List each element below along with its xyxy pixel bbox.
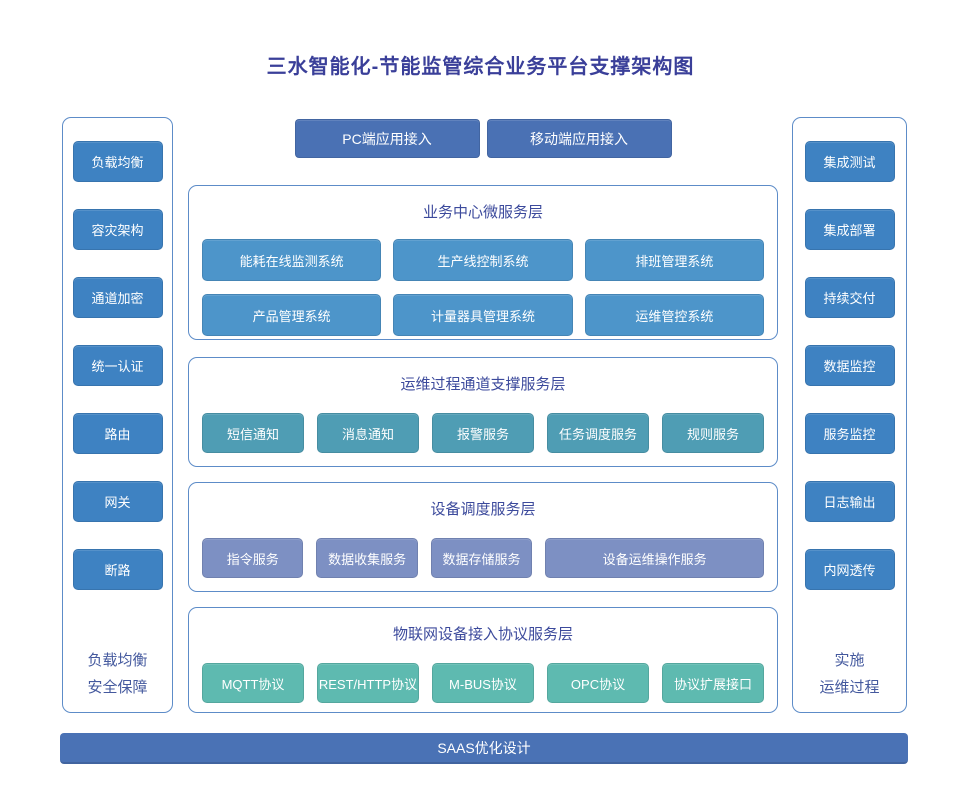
- access-node: PC端应用接入: [294, 119, 480, 158]
- diagram-node: 集成测试: [804, 141, 895, 182]
- diagram-node: 规则服务: [662, 413, 764, 453]
- diagram-node: 设备运维操作服务: [545, 538, 764, 578]
- diagram-node: 指令服务: [202, 538, 304, 578]
- diagram-node: 网关: [72, 481, 163, 522]
- layer-nodes: 指令服务数据收集服务数据存储服务设备运维操作服务: [202, 538, 764, 578]
- diagram-node: 内网透传: [804, 549, 895, 590]
- diagram-node: MQTT协议: [202, 663, 304, 703]
- diagram-node: 运维管控系统: [584, 294, 764, 336]
- diagram-node: 协议扩展接口: [662, 663, 764, 703]
- diagram-node: 任务调度服务: [547, 413, 649, 453]
- diagram-node: 能耗在线监测系统: [202, 239, 382, 281]
- diagram-node: 持续交付: [804, 277, 895, 318]
- right-pillar-devops-process: 集成测试集成部署持续交付数据监控服务监控日志输出内网透传 实施 运维过程: [792, 117, 907, 713]
- diagram-node: 计量器具管理系统: [393, 294, 573, 336]
- diagram-node: 数据监控: [804, 345, 895, 386]
- diagram-node: 容灾架构: [72, 209, 163, 250]
- diagram-node: 数据收集服务: [316, 538, 418, 578]
- layer-device-scheduling: 设备调度服务层 指令服务数据收集服务数据存储服务设备运维操作服务: [188, 482, 778, 592]
- layer-title: 业务中心微服务层: [422, 204, 543, 221]
- diagram-node: 通道加密: [72, 277, 163, 318]
- layer-nodes: 能耗在线监测系统生产线控制系统排班管理系统产品管理系统计量器具管理系统运维管控系…: [202, 239, 764, 336]
- diagram-node: REST/HTTP协议: [317, 663, 419, 703]
- diagram-node: M-BUS协议: [432, 663, 534, 703]
- saas-optimization-label: SAAS优化设计: [437, 739, 531, 756]
- layer-ops-channel-support: 运维过程通道支撑服务层 短信通知消息通知报警服务任务调度服务规则服务: [188, 357, 778, 467]
- layer-business-microservices: 业务中心微服务层 能耗在线监测系统生产线控制系统排班管理系统产品管理系统计量器具…: [188, 185, 778, 340]
- layer-nodes: 短信通知消息通知报警服务任务调度服务规则服务: [202, 413, 764, 453]
- saas-optimization-bar: SAAS优化设计: [60, 733, 908, 764]
- diagram-node: 排班管理系统: [584, 239, 764, 281]
- diagram-node: 消息通知: [317, 413, 419, 453]
- access-node: 移动端应用接入: [486, 119, 672, 158]
- diagram-node: 数据存储服务: [430, 538, 533, 578]
- diagram-node: 产品管理系统: [202, 294, 382, 336]
- application-access-row: PC端应用接入移动端应用接入: [188, 119, 778, 158]
- diagram-node: 断路: [72, 549, 163, 590]
- layer-iot-protocol-access: 物联网设备接入协议服务层 MQTT协议 REST/HTTP协议 M-BUS协议 OPC…: [188, 607, 778, 713]
- layer-title: 设备调度服务层: [430, 501, 536, 518]
- left-pillar-caption: 负载均衡 安全保障: [87, 647, 147, 701]
- right-pillar-caption: 实施 运维过程: [819, 647, 879, 701]
- layer-title: 运维过程通道支撑服务层: [400, 376, 566, 393]
- right-pillar-caption-line1: 实施: [834, 652, 865, 669]
- diagram-node: 路由: [72, 413, 163, 454]
- left-pillar-load-balance-security: 负载均衡容灾架构通道加密统一认证路由网关断路 负载均衡 安全保障: [62, 117, 173, 713]
- diagram-node: 生产线控制系统: [393, 239, 573, 281]
- right-pillar-caption-line2: 运维过程: [819, 679, 880, 696]
- layer-nodes: MQTT协议 REST/HTTP协议 M-BUS协议 OPC协议协议扩展接口: [202, 663, 764, 703]
- diagram-node: 报警服务: [432, 413, 534, 453]
- diagram-node: 日志输出: [804, 481, 895, 522]
- diagram-node: 短信通知: [202, 413, 304, 453]
- diagram-node: OPC协议: [547, 663, 649, 703]
- diagram-node: 集成部署: [804, 209, 895, 250]
- left-pillar-caption-line2: 安全保障: [87, 679, 148, 696]
- left-pillar-caption-line1: 负载均衡: [87, 652, 148, 669]
- layer-title: 物联网设备接入协议服务层: [392, 626, 573, 643]
- diagram-node: 统一认证: [72, 345, 163, 386]
- page-title: 三水智能化-节能监管综合业务平台支撑架构图: [266, 56, 695, 78]
- diagram-node: 服务监控: [804, 413, 895, 454]
- diagram-node: 负载均衡: [72, 141, 163, 182]
